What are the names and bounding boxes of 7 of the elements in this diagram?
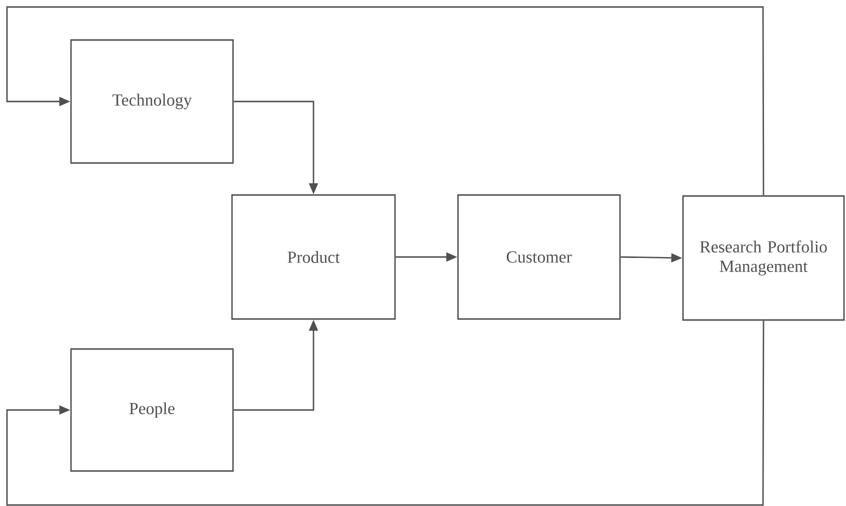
process-box: Technology — [70, 39, 234, 164]
process-box: Product — [231, 194, 396, 320]
process-box: Research Portfolio Management — [682, 195, 845, 321]
arrow — [6, 6, 764, 196]
process-box: Customer — [457, 194, 621, 320]
arrow — [6, 320, 764, 506]
process-box: People — [70, 348, 234, 472]
